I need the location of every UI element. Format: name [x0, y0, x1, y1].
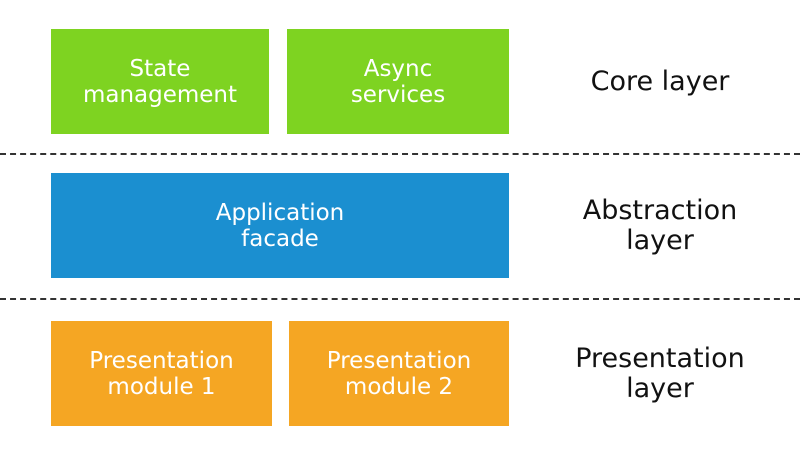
application-facade-box: Application facade — [51, 173, 509, 278]
presentation-layer-label: Presentation layer — [575, 342, 745, 404]
layer-divider-abstraction-presentation — [0, 298, 800, 300]
state-management-box: State management — [51, 29, 269, 134]
core-layer-label: Core layer — [590, 65, 730, 97]
abstraction-layer-label: Abstraction layer — [582, 194, 738, 256]
async-services-box: Async services — [287, 29, 509, 134]
layer-divider-core-abstraction — [0, 153, 800, 155]
presentation-module-1-box: Presentation module 1 — [51, 321, 272, 426]
presentation-module-2-box: Presentation module 2 — [289, 321, 509, 426]
